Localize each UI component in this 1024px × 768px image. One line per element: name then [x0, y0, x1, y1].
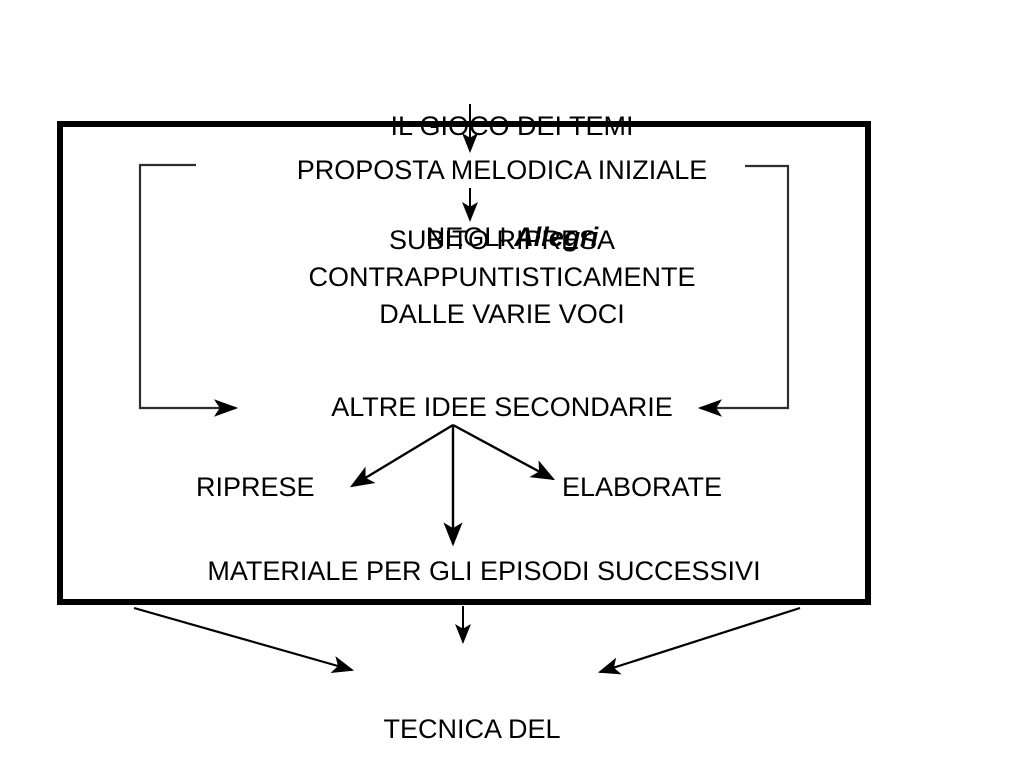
slide-title-line-2-plain: NEGLI: [425, 222, 515, 252]
conclusion-block: TECNICA DEL gioco motivico: [0, 637, 984, 768]
main-process-box: [57, 121, 871, 605]
node-proposta-melodica-iniziale: PROPOSTA MELODICA INIZIALE: [296, 155, 708, 185]
slide-title-line-2: NEGLI Allegri: [0, 219, 1024, 256]
node-materiale-per-gli-episodi-successivi: MATERIALE PER GLI EPISODI SUCCESSIVI: [207, 556, 761, 586]
node-subito-ripresa: SUBITO RIPRESA CONTRAPPUNTISTICAMENTE DA…: [308, 225, 696, 329]
conclusion-line-1: TECNICA DEL: [383, 714, 561, 744]
node-elaborate: ELABORATE: [562, 472, 723, 502]
node-riprese: RIPRESE: [196, 472, 315, 502]
node-altre-idee-secondarie: ALTRE IDEE SECONDARIE: [331, 392, 673, 422]
slide-title-emphasis: Allegri: [514, 222, 599, 252]
